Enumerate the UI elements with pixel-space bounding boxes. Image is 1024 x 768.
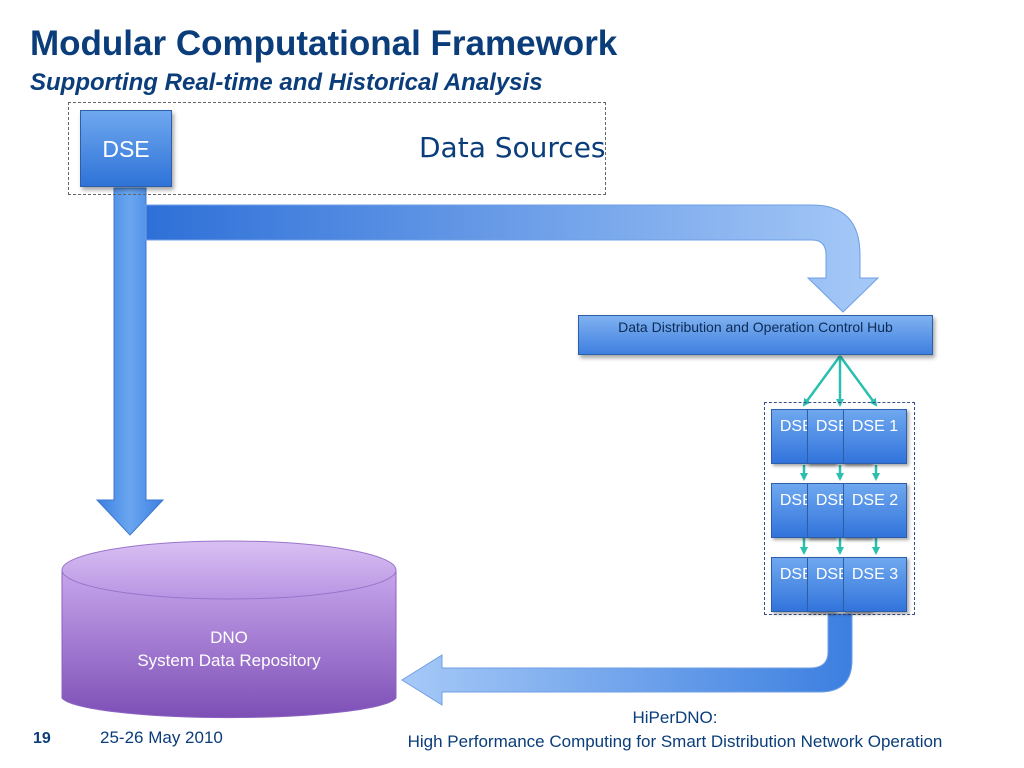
data-sources-box — [68, 102, 606, 195]
slide-subtitle: Supporting Real-time and Historical Anal… — [30, 69, 543, 96]
footer-project-line2: High Performance Computing for Smart Dis… — [407, 732, 943, 751]
data-sources-label: Data Sources — [419, 131, 606, 164]
dse-grid-cell: DSE 1 — [843, 409, 907, 464]
dse-grid-cell: DSE 3 — [843, 557, 907, 612]
repository-label: DNO System Data Repository — [60, 626, 398, 672]
arrow-dse-to-hub — [145, 204, 880, 313]
arrow-grid-to-repository — [401, 613, 853, 706]
dse-grid-cell: DSE 2 — [843, 483, 907, 538]
hub-connectors — [802, 355, 878, 407]
slide-number: 19 — [33, 730, 51, 747]
footer-project-line1: HiPerDNO: — [632, 708, 718, 727]
dse-source-block: DSE — [80, 110, 172, 187]
slide-title: Modular Computational Framework — [30, 24, 618, 63]
repository-cylinder — [61, 540, 397, 719]
data-distribution-hub: Data Distribution and Operation Control … — [578, 315, 933, 355]
footer-date: 25-26 May 2010 — [100, 728, 223, 747]
repository-label-line2: System Data Repository — [137, 651, 321, 670]
repository-label-line1: DNO — [210, 628, 248, 647]
row1-to-row2-connectors — [800, 465, 880, 481]
row2-to-row3-connectors — [800, 538, 880, 555]
dse-grid-box — [764, 402, 915, 615]
footer-project: HiPerDNO: High Performance Computing for… — [340, 706, 1010, 754]
